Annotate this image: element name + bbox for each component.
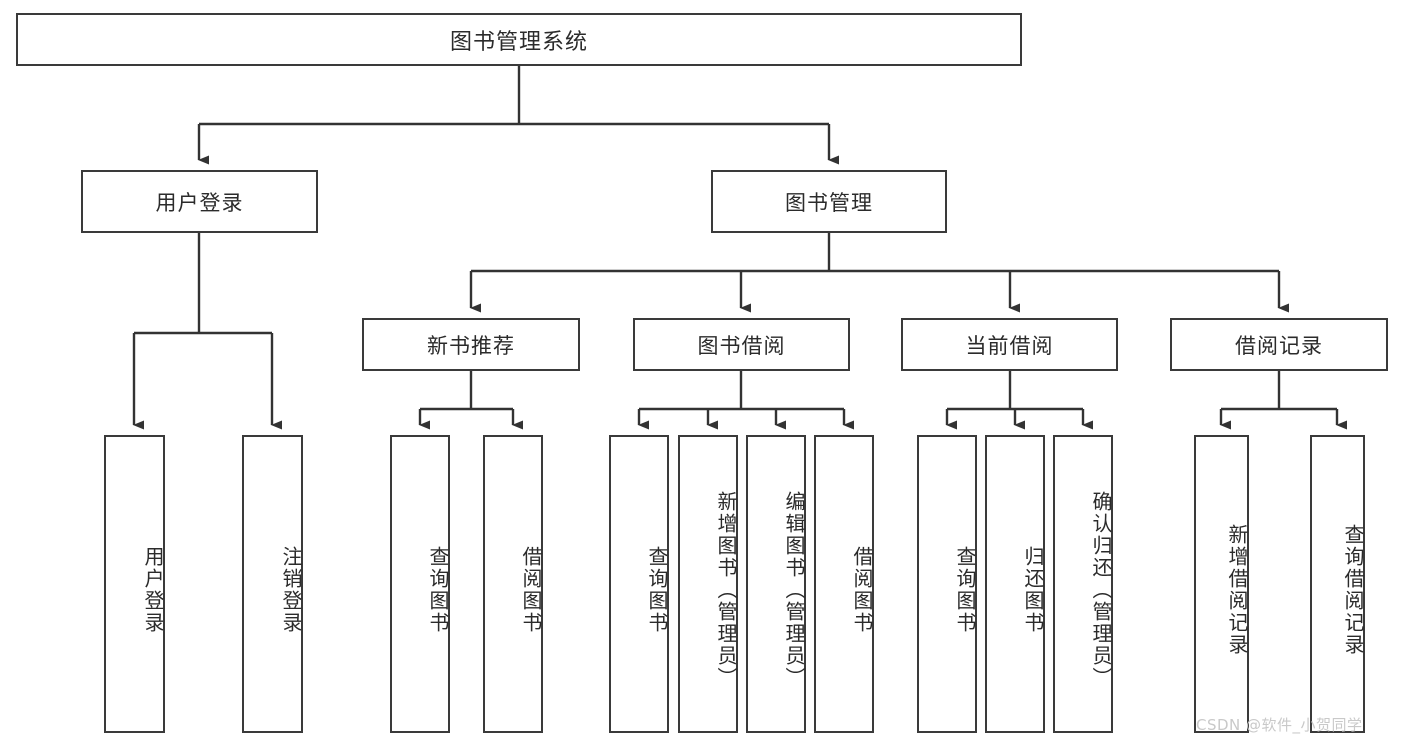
node-label: 图书管理 xyxy=(785,190,873,215)
node-label: 新增借阅记录 xyxy=(1225,524,1249,656)
leaf-logout[interactable]: 注销登录 xyxy=(242,435,303,733)
csdn-watermark: CSDN @软件_小贺同学 xyxy=(1196,716,1363,734)
node-label: 用户登录 xyxy=(141,546,165,634)
leaf-query-borrow-record[interactable]: 查询借阅记录 xyxy=(1310,435,1365,733)
node-book-borrow[interactable]: 图书借阅 xyxy=(633,318,850,371)
node-label: 查询借阅记录 xyxy=(1341,524,1365,656)
leaf-add-book-admin[interactable]: 新增图书（管理员） xyxy=(678,435,738,733)
node-label: 新书推荐 xyxy=(427,333,515,358)
node-label: 编辑图书（管理员） xyxy=(782,491,806,689)
node-label: 借阅图书 xyxy=(850,546,874,634)
node-label: 归还图书 xyxy=(1021,546,1045,634)
node-label: 查询图书 xyxy=(426,546,450,634)
node-label: 借阅记录 xyxy=(1235,333,1323,358)
node-label: 图书借阅 xyxy=(697,333,786,358)
leaf-query-book-current[interactable]: 查询图书 xyxy=(917,435,977,733)
node-new-book-recommend[interactable]: 新书推荐 xyxy=(362,318,580,371)
leaf-borrow-book-recommend[interactable]: 借阅图书 xyxy=(483,435,543,733)
node-user-login[interactable]: 用户登录 xyxy=(81,170,318,233)
node-current-borrow[interactable]: 当前借阅 xyxy=(901,318,1118,371)
node-label: 注销登录 xyxy=(279,546,303,634)
node-label: 当前借阅 xyxy=(965,333,1054,358)
node-label: 查询图书 xyxy=(953,546,977,634)
node-borrow-records[interactable]: 借阅记录 xyxy=(1170,318,1388,371)
leaf-query-book-recommend[interactable]: 查询图书 xyxy=(390,435,450,733)
node-book-management[interactable]: 图书管理 xyxy=(711,170,947,233)
node-label: 用户登录 xyxy=(155,190,244,215)
leaf-confirm-return-admin[interactable]: 确认归还（管理员） xyxy=(1053,435,1113,733)
node-label: 新增图书（管理员） xyxy=(714,491,738,689)
leaf-add-borrow-record[interactable]: 新增借阅记录 xyxy=(1194,435,1249,733)
node-label: 借阅图书 xyxy=(519,546,543,634)
node-label: 确认归还（管理员） xyxy=(1089,491,1113,689)
leaf-query-book-borrow[interactable]: 查询图书 xyxy=(609,435,669,733)
leaf-user-login[interactable]: 用户登录 xyxy=(104,435,165,733)
node-root-system[interactable]: 图书管理系统 xyxy=(16,13,1022,66)
node-label: 查询图书 xyxy=(645,546,669,634)
leaf-edit-book-admin[interactable]: 编辑图书（管理员） xyxy=(746,435,806,733)
leaf-borrow-book[interactable]: 借阅图书 xyxy=(814,435,874,733)
leaf-return-book[interactable]: 归还图书 xyxy=(985,435,1045,733)
node-label: 图书管理系统 xyxy=(449,29,588,55)
